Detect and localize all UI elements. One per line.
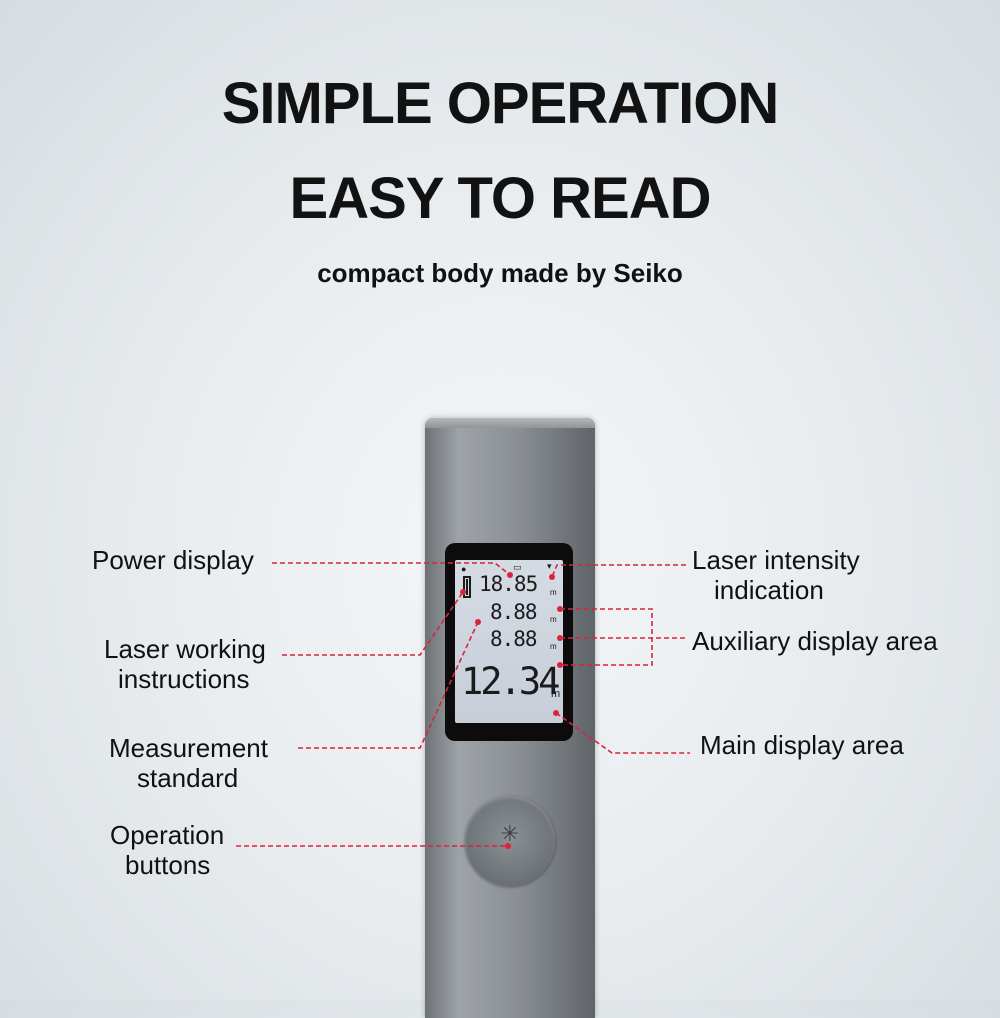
device-top-edge	[425, 418, 595, 428]
label-operation-line-1: Operation	[110, 820, 225, 850]
auxiliary-unit-1: m	[550, 588, 557, 597]
label-measurement-line-2: standard	[137, 763, 239, 793]
laser-icon: ●	[461, 564, 467, 574]
label-power-display: Power display	[92, 545, 254, 575]
headline-line-1: SIMPLE OPERATION	[221, 71, 780, 136]
label-laser-working-line-2: instructions	[118, 664, 250, 694]
label-measurement-line-1: Measurement	[109, 733, 268, 763]
battery-indicator-icon: ▭	[513, 562, 522, 572]
label-operation-line-2: buttons	[125, 850, 211, 880]
main-reading: 12.34	[461, 660, 560, 703]
auxiliary-unit-2: m	[550, 615, 557, 624]
main-unit: m	[551, 688, 561, 700]
auxiliary-unit-3: m	[550, 642, 557, 651]
operation-button[interactable]: ✳	[465, 796, 555, 886]
auxiliary-reading-3: 8.88	[490, 627, 538, 651]
headline-line-2: EASY TO READ	[289, 166, 712, 231]
label-laser-working-line-1: Laser working	[104, 634, 266, 664]
auxiliary-reading-2: 8.88	[490, 600, 538, 624]
battery-icon	[463, 576, 471, 598]
label-main-display: Main display area	[700, 730, 904, 760]
label-laser-intensity-line-2: indication	[714, 575, 824, 605]
label-auxiliary-display: Auxiliary display area	[692, 626, 938, 656]
subtitle: compact body made by Seiko	[317, 258, 683, 288]
lcd-screen: ● ▭ ▾ 18.85 m 8.88 m 8.88 m 12.34 m	[455, 560, 563, 723]
screen-bezel: ● ▭ ▾ 18.85 m 8.88 m 8.88 m 12.34 m	[445, 543, 573, 741]
auxiliary-reading-1: 18.85	[479, 572, 538, 596]
label-laser-intensity-line-1: Laser intensity	[692, 545, 860, 575]
crosshair-icon: ✳	[500, 821, 520, 846]
signal-icon: ▾	[547, 561, 552, 571]
laser-rangefinder-device: ● ▭ ▾ 18.85 m 8.88 m 8.88 m 12.34 m ✳	[425, 418, 595, 1018]
